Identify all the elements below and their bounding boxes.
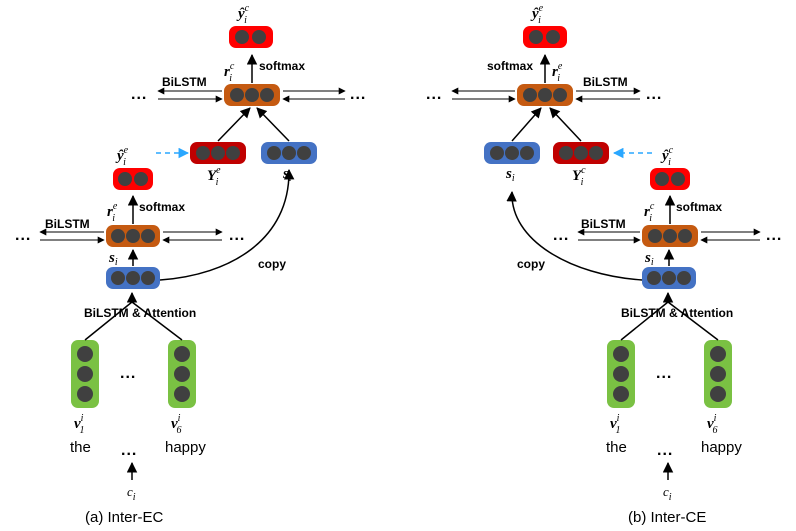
caption-a: (a) Inter-EC bbox=[85, 509, 164, 526]
s-copy-label: si bbox=[282, 166, 292, 184]
caption-b: (b) Inter-CE bbox=[628, 509, 706, 526]
ellipsis-left-lower: ... bbox=[553, 227, 569, 244]
ellipsis-left-lower: ... bbox=[15, 227, 31, 244]
s-encoder-label: si bbox=[644, 250, 654, 268]
softmax-upper-label: softmax bbox=[487, 59, 533, 73]
s-copy-label: si bbox=[505, 166, 515, 184]
s-encoder-label: si bbox=[108, 250, 118, 268]
bilstm-lower-label: BiLSTM bbox=[581, 217, 626, 231]
word-happy: happy bbox=[165, 439, 206, 456]
vector-ellipsis: ... bbox=[656, 365, 672, 382]
ellipsis-right-upper: ... bbox=[350, 86, 366, 103]
bilstm-lower-label: BiLSTM bbox=[45, 217, 90, 231]
context-label: ci bbox=[663, 484, 672, 503]
word-happy: happy bbox=[701, 439, 742, 456]
context-label: ci bbox=[127, 484, 136, 503]
ellipsis-right-lower: ... bbox=[766, 227, 782, 244]
softmax-upper-label: softmax bbox=[259, 59, 305, 73]
word-the: the bbox=[606, 439, 627, 456]
word-the: the bbox=[70, 439, 91, 456]
bilstm-upper-label: BiLSTM bbox=[583, 75, 628, 89]
bilstm-attention-label: BiLSTM & Attention bbox=[84, 306, 196, 320]
word-ellipsis: ... bbox=[121, 442, 137, 459]
bilstm-upper-label: BiLSTM bbox=[162, 75, 207, 89]
vector-ellipsis: ... bbox=[120, 365, 136, 382]
softmax-lower-label: softmax bbox=[676, 200, 722, 214]
ellipsis-right-upper: ... bbox=[646, 86, 662, 103]
copy-label: copy bbox=[517, 257, 545, 271]
copy-label: copy bbox=[258, 257, 286, 271]
word-ellipsis: ... bbox=[657, 442, 673, 459]
ellipsis-left-upper: ... bbox=[131, 86, 147, 103]
bilstm-attention-label: BiLSTM & Attention bbox=[621, 306, 733, 320]
softmax-lower-label: softmax bbox=[139, 200, 185, 214]
ellipsis-left-upper: ... bbox=[426, 86, 442, 103]
ellipsis-right-lower: ... bbox=[229, 227, 245, 244]
